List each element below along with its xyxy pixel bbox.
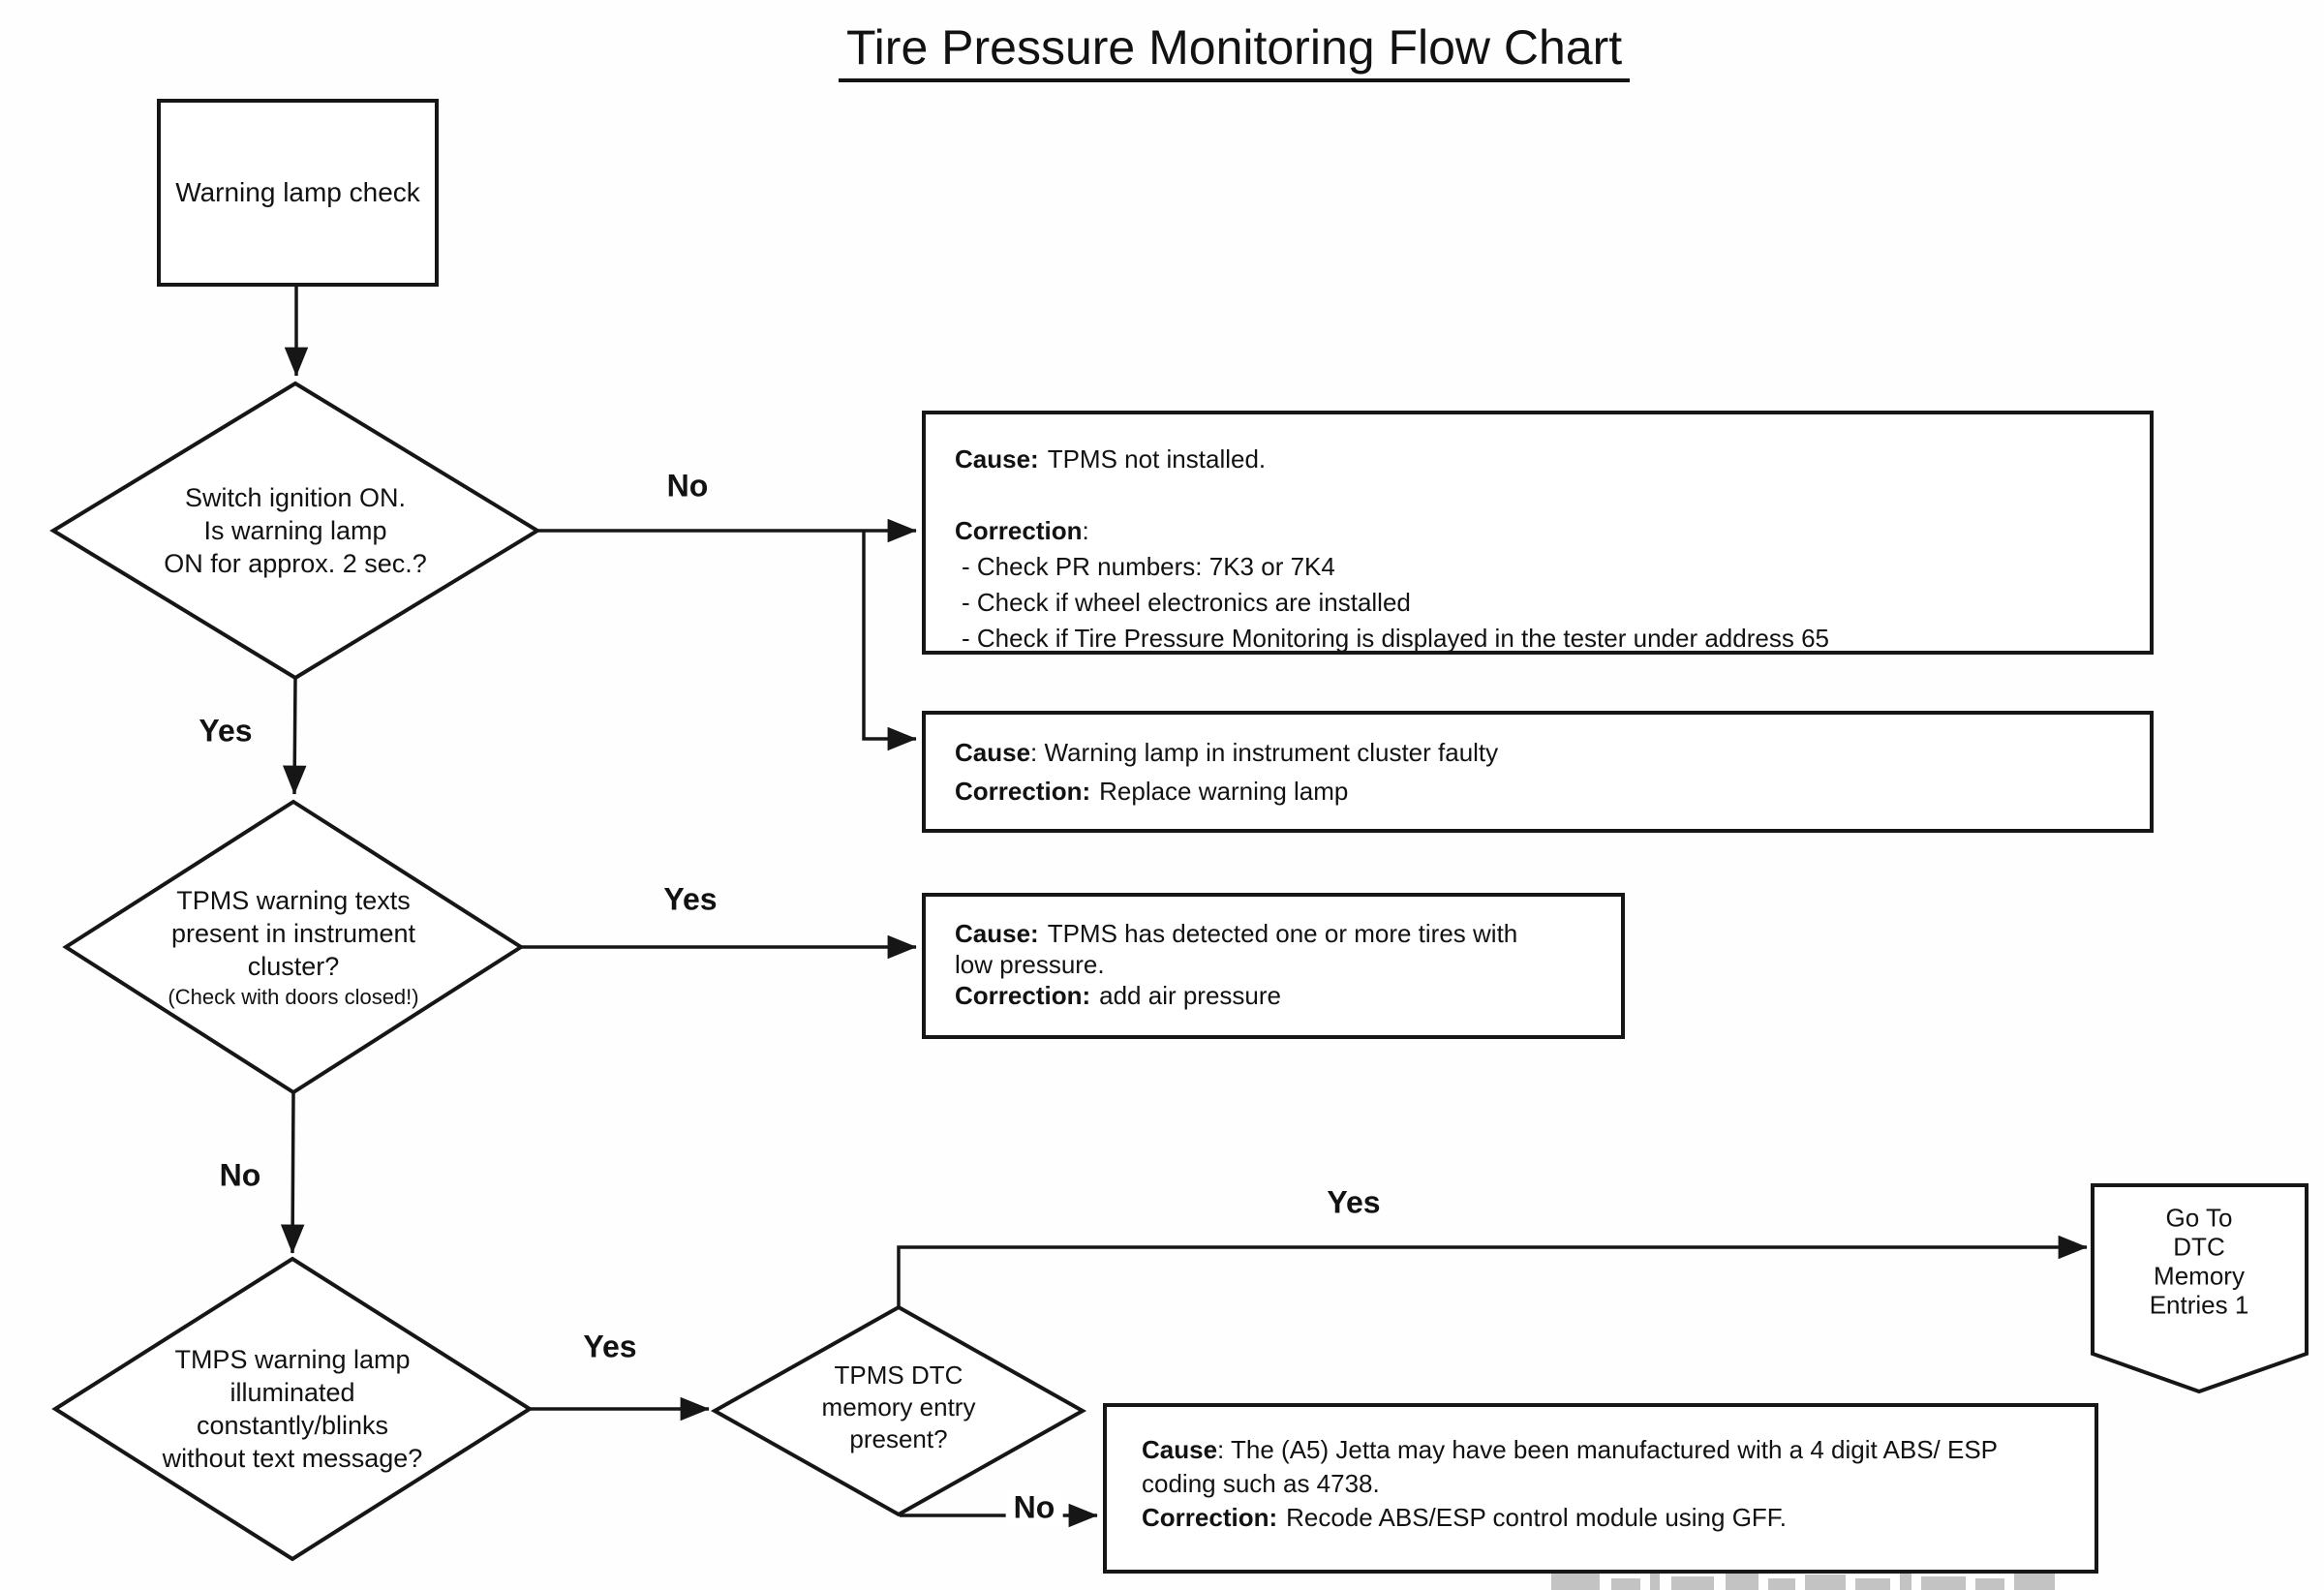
- cause-label: Cause: [955, 738, 1031, 767]
- diamond-lamp-illuminated-check-label: TMPS warning lamp illuminated constantly…: [162, 1344, 423, 1474]
- correction-bullet: - Check if Tire Pressure Monitoring is d…: [962, 624, 1829, 653]
- cause-text: : The (A5) Jetta may have been manufactu…: [1142, 1435, 1999, 1498]
- edge-label-lamp-illuminated-yes: Yes: [583, 1329, 637, 1364]
- edge-ignition-no-branch: [862, 531, 917, 751]
- diamond-dtc-memory-check: [710, 1304, 1087, 1517]
- edge-label-dtc-no: No: [1005, 1489, 1063, 1526]
- cause-line: Cause: The (A5) Jetta may have been manu…: [1142, 1433, 2075, 1501]
- cause-text: : Warning lamp in instrument cluster fau…: [1030, 738, 1499, 767]
- edge-label-ignition-no: No: [666, 468, 709, 504]
- correction-colon: :: [1082, 516, 1089, 545]
- diamond-warning-texts-check: [62, 799, 525, 1095]
- edge-label-dtc-yes: Yes: [1327, 1184, 1381, 1220]
- correction-line: Correction: Replace warning lamp: [955, 772, 2150, 810]
- correction-label: Correction:: [1142, 1503, 1278, 1532]
- result-box-low-pressure: Cause:TPMS has detected one or more tire…: [922, 893, 1625, 1039]
- correction-text: add air pressure: [1099, 981, 1282, 1010]
- edge-label-warning-texts-yes: Yes: [663, 881, 718, 917]
- diamond-warning-texts-check-text: TPMS warning texts present in instrument…: [170, 885, 416, 981]
- diamond-warning-texts-check-note: (Check with doors closed!): [168, 984, 419, 1009]
- correction-text: Recode ABS/ESP control module using GFF.: [1286, 1503, 1788, 1532]
- result-box-lamp-faulty: Cause: Warning lamp in instrument cluste…: [922, 711, 2154, 833]
- correction-label: Correction:: [955, 981, 1091, 1010]
- edge-dtc-yes: [897, 1235, 2088, 1307]
- correction-line: Correction: add air pressure: [955, 980, 1602, 1011]
- cause-label: Cause:: [955, 919, 1039, 948]
- correction-text: Replace warning lamp: [1099, 777, 1349, 806]
- cause-label: Cause: [1142, 1435, 1218, 1464]
- edge-ignition-yes: [282, 677, 307, 795]
- result-box-recode-abs: Cause: The (A5) Jetta may have been manu…: [1103, 1403, 2098, 1574]
- correction-line: Correction: Recode ABS/ESP control module…: [1142, 1501, 2075, 1535]
- offpage-connector-goto-dtc: [2091, 1183, 2309, 1394]
- node-warning-lamp-check-label: Warning lamp check: [175, 177, 420, 207]
- edge-label-warning-texts-no: No: [219, 1157, 261, 1193]
- cause-label: Cause:: [955, 444, 1039, 474]
- edge-label-ignition-yes: Yes: [199, 713, 253, 749]
- correction-bullet: - Check if wheel electronics are install…: [962, 588, 1411, 617]
- cause-text: TPMS not installed.: [1047, 444, 1267, 474]
- result-box-tpms-not-installed: Cause: TPMS not installed. Correction: - …: [922, 411, 2154, 655]
- node-warning-lamp-check: Warning lamp check: [157, 99, 439, 287]
- edge-warning-texts-no: [280, 1091, 305, 1254]
- diamond-dtc-memory-check-label: TPMS DTC memory entry present?: [821, 1360, 976, 1453]
- cause-line: Cause:TPMS has detected one or more tire…: [955, 918, 1602, 980]
- page-title: Tire Pressure Monitoring Flow Chart: [839, 19, 1631, 82]
- correction-label: Correction: [955, 516, 1083, 545]
- watermark-fragment: [1551, 1573, 2055, 1590]
- offpage-goto-dtc-label: Go To DTC Memory Entries 1: [2149, 1203, 2249, 1321]
- diamond-ignition-check-label: Switch ignition ON. Is warning lamp ON f…: [164, 482, 427, 579]
- correction-line: Correction:: [955, 513, 2130, 549]
- cause-text: TPMS has detected one or more tires with…: [955, 919, 1518, 979]
- diamond-ignition-check: [49, 381, 541, 681]
- correction-label: Correction:: [955, 777, 1091, 806]
- correction-bullet: - Check PR numbers: 7K3 or 7K4: [962, 552, 1335, 581]
- diamond-warning-texts-check-label: TPMS warning texts present in instrument…: [168, 884, 418, 1010]
- diamond-lamp-illuminated-check: [51, 1256, 534, 1562]
- cause-line: Cause: Warning lamp in instrument cluste…: [955, 733, 2150, 772]
- cause-line: Cause: TPMS not installed.: [955, 442, 2130, 477]
